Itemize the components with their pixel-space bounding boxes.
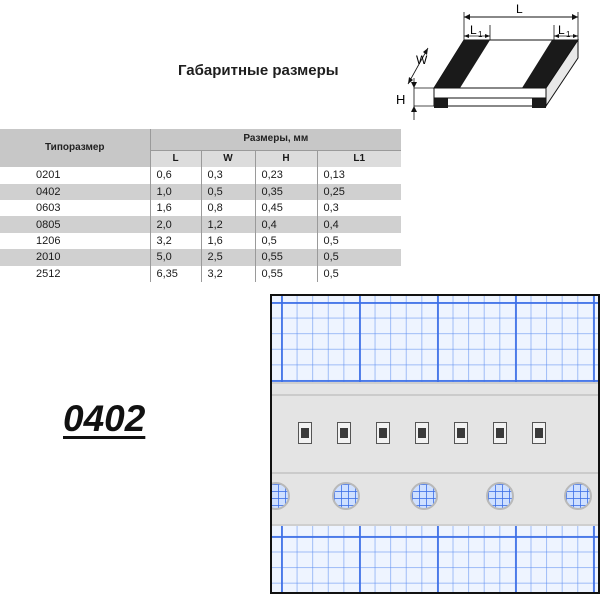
smd-chip — [532, 422, 546, 444]
l1-left-label: L — [470, 23, 477, 37]
smd-chip — [376, 422, 390, 444]
height-label: H — [396, 92, 405, 107]
h-cell: 0,35 — [254, 183, 317, 201]
l-cell: 3,2 — [149, 232, 201, 250]
l1-cell: 0,5 — [316, 249, 401, 266]
w-cell: 1,6 — [200, 232, 255, 250]
l-cell: 5,0 — [149, 249, 201, 266]
w-cell: 1,2 — [200, 216, 255, 233]
width-label: W — [416, 53, 428, 67]
l1-right-label: L — [558, 23, 565, 37]
h-cell: 0,23 — [254, 167, 317, 184]
h-cell: 0,5 — [254, 232, 317, 250]
dimensions-header: Размеры, мм — [150, 129, 401, 151]
sprocket-hole — [332, 482, 360, 510]
l-cell: 6,35 — [149, 265, 201, 283]
l-cell: 1,6 — [149, 200, 201, 217]
sprocket-hole — [272, 482, 290, 510]
w-cell: 0,3 — [200, 167, 255, 184]
column-header-w: W — [200, 150, 255, 168]
table-row: 0603 1,6 0,8 0,45 0,3 — [0, 200, 401, 217]
table-row: 1206 3,2 1,6 0,5 0,5 — [0, 232, 401, 250]
l-cell: 2,0 — [149, 216, 201, 233]
dimensions-table-container: Типоразмер Размеры, мм L W H L1 0201 0,6… — [0, 129, 401, 285]
l-cell: 0,6 — [149, 167, 201, 184]
type-size-cell: 1206 — [36, 234, 61, 247]
h-cell: 0,4 — [254, 216, 317, 233]
l1-cell: 0,3 — [316, 200, 401, 217]
w-cell: 0,8 — [200, 200, 255, 217]
column-header-l1: L1 — [316, 150, 401, 168]
type-size-cell: 0603 — [36, 202, 61, 215]
carrier-tape — [272, 382, 598, 526]
column-header-l: L — [149, 150, 201, 168]
table-row: 0805 2,0 1,2 0,4 0,4 — [0, 216, 401, 233]
h-cell: 0,55 — [254, 249, 317, 266]
smd-chip — [454, 422, 468, 444]
w-cell: 2,5 — [200, 249, 255, 266]
h-cell: 0,45 — [254, 200, 317, 217]
l1-cell: 0,13 — [316, 167, 401, 184]
type-size-cell: 0805 — [0, 216, 150, 233]
smd-chip — [298, 422, 312, 444]
size-code-label: 0402 — [63, 398, 146, 439]
length-label: L — [516, 2, 523, 16]
type-size-cell: 0402 — [0, 183, 150, 201]
l1-cell: 0,4 — [316, 216, 401, 233]
tape-edge-line — [272, 394, 598, 396]
l1-right-sub: 1 — [566, 30, 571, 39]
type-size-header: Типоразмер — [0, 129, 151, 168]
dimensions-table: Типоразмер Размеры, мм L W H L1 0201 0,6… — [0, 129, 401, 283]
l-cell: 1,0 — [149, 183, 201, 201]
l1-cell: 0,25 — [316, 183, 401, 201]
smd-chip — [493, 422, 507, 444]
smd-chip — [415, 422, 429, 444]
type-size-cell: 2010 — [0, 249, 150, 266]
tape-edge-line — [272, 472, 598, 474]
w-cell: 0,5 — [200, 183, 255, 201]
w-cell: 3,2 — [200, 265, 255, 283]
l1-cell: 0,5 — [316, 265, 401, 283]
table-row: 0402 1,0 0,5 0,35 0,25 — [0, 183, 401, 201]
type-size-cell: 2512 — [36, 267, 61, 280]
smd-tape-photo — [270, 294, 600, 594]
column-header-h: H — [254, 150, 317, 168]
l1-cell: 0,5 — [316, 232, 401, 250]
table-row: 2010 5,0 2,5 0,55 0,5 — [0, 249, 401, 266]
table-row: 0201 0,6 0,3 0,23 0,13 — [0, 167, 401, 184]
sprocket-hole — [486, 482, 514, 510]
h-cell: 0,55 — [254, 265, 317, 283]
dimensions-title: Габаритные размеры — [178, 62, 339, 79]
smd-chip — [337, 422, 351, 444]
sprocket-hole — [410, 482, 438, 510]
type-size-cell: 0201 — [36, 169, 61, 182]
table-row: 2512 6,35 3,2 0,55 0,5 — [0, 265, 401, 283]
l1-left-sub: 1 — [478, 30, 483, 39]
sprocket-hole — [564, 482, 592, 510]
resistor-dimension-diagram: L L 1 L 1 W H — [396, 2, 579, 120]
